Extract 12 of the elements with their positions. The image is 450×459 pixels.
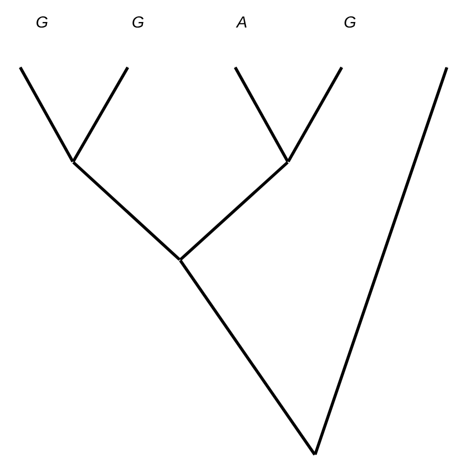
tree-branch — [72, 161, 181, 261]
tree-branch — [179, 161, 289, 261]
leaf-label: A — [236, 16, 246, 28]
tree-branch — [179, 260, 316, 456]
tree-branch — [72, 66, 130, 162]
tree-branch — [234, 66, 290, 162]
tree-branch — [286, 66, 344, 162]
leaf-label: G — [36, 16, 48, 28]
tree-branch — [314, 66, 448, 456]
leaf-label: G — [132, 16, 144, 28]
tree-branch — [18, 66, 74, 162]
leaf-label: G — [344, 16, 356, 28]
